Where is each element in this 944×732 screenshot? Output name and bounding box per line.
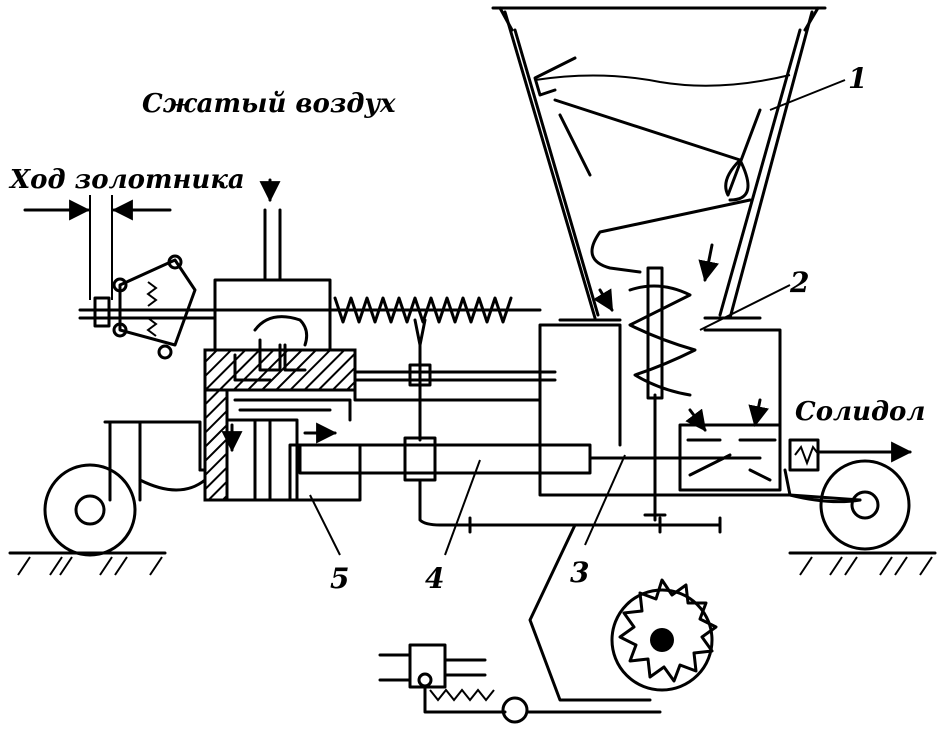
ground-left	[8, 551, 167, 576]
ratchet-mechanism	[378, 523, 718, 724]
compressed-air-label: Сжатый воздух	[142, 89, 396, 119]
spool-rod-spring	[78, 254, 542, 442]
callout-2: 2	[789, 266, 809, 299]
callout-leaders	[309, 79, 846, 556]
callout-4: 4	[425, 562, 444, 595]
spool-valve	[213, 178, 332, 382]
air-cylinder	[203, 348, 557, 502]
spool-stroke-label: Ход золотника	[8, 165, 245, 195]
auger	[628, 266, 697, 527]
plunger-rod	[298, 436, 762, 534]
grease-label: Солидол	[795, 397, 925, 427]
callout-5: 5	[330, 562, 349, 595]
pump-housing	[538, 316, 820, 497]
left-wheel	[43, 420, 207, 557]
hopper	[491, 6, 827, 320]
spool-stroke-dimension	[23, 195, 172, 300]
right-wheel	[788, 459, 911, 551]
callout-1: 1	[848, 62, 867, 95]
callout-3: 3	[570, 556, 589, 589]
ground-right	[788, 551, 937, 576]
